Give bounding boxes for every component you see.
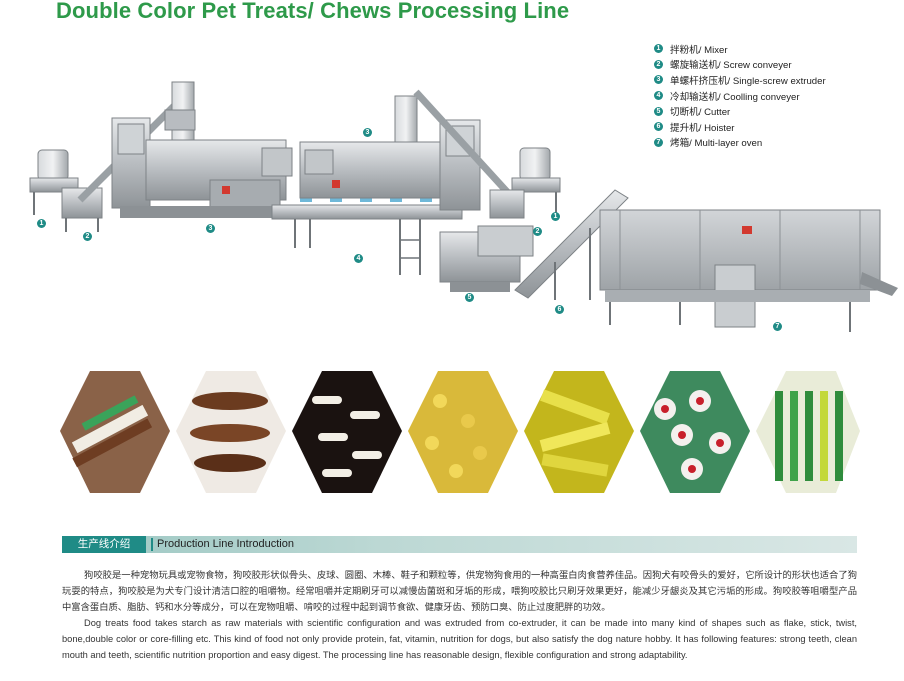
- product-photo-4: [408, 371, 518, 493]
- marker-1-right: 1: [551, 212, 560, 221]
- section-header-bar: 生产线介绍 Production Line Introduction: [62, 536, 857, 553]
- marker-3-left: 3: [206, 224, 215, 233]
- marker-1-left: 1: [37, 219, 46, 228]
- multi-layer-oven: [599, 209, 898, 332]
- product-photo-6: [640, 371, 750, 493]
- mixer-right: [511, 147, 561, 214]
- legend-number: 6: [654, 122, 663, 132]
- equipment-legend: 1 拌粉机/ Mixer 2 螺旋输送机/ Screw conveyer 3 单螺杆挤…: [654, 41, 826, 150]
- legend-number: 5: [654, 106, 663, 116]
- marker-3-right: 3: [363, 128, 372, 137]
- marker-2-left: 2: [83, 232, 92, 241]
- cooling-conveyer: [271, 190, 463, 275]
- extruder-left: [111, 81, 293, 218]
- legend-number: 3: [654, 75, 663, 85]
- legend-item-screw-conveyer: 2 螺旋输送机/ Screw conveyer: [654, 57, 826, 73]
- section-divider: [151, 538, 153, 551]
- legend-label: 切断机/ Cutter: [670, 107, 731, 119]
- legend-label: 螺旋输送机/ Screw conveyer: [670, 60, 792, 72]
- legend-item-mixer: 1 拌粉机/ Mixer: [654, 41, 826, 57]
- intro-paragraph-chinese: 狗咬胶是一种宠物玩具或宠物食物，狗咬胶形状似骨头、皮球、圆圈、木棒、鞋子和颗粒等…: [62, 570, 857, 612]
- product-photo-3: [292, 371, 402, 493]
- product-photo-7: [756, 371, 860, 493]
- legend-number: 1: [654, 44, 663, 54]
- legend-item-oven: 7 烤箱/ Multi-layer oven: [654, 135, 826, 151]
- marker-4: 4: [354, 254, 363, 263]
- section-heading: Production Line Introduction: [157, 538, 294, 550]
- page-title: Double Color Pet Treats/ Chews Processin…: [56, 0, 570, 23]
- marker-2-right: 2: [533, 227, 542, 236]
- legend-item-cooling-conveyer: 4 冷却输送机/ Coolling conveyer: [654, 88, 826, 104]
- legend-number: 4: [654, 91, 663, 101]
- processing-line-illustration: [29, 81, 898, 332]
- legend-label: 拌粉机/ Mixer: [670, 44, 728, 56]
- legend-item-hoister: 6 提升机/ Hoister: [654, 119, 826, 135]
- product-photo-2: [176, 371, 286, 493]
- section-header-background: [62, 536, 857, 553]
- legend-number: 7: [654, 137, 663, 147]
- introduction-text: 狗咬胶是一种宠物玩具或宠物食物，狗咬胶形状似骨头、皮球、圆圈、木棒、鞋子和颗粒等…: [62, 567, 857, 663]
- extruder-right: [299, 89, 513, 211]
- product-photo-1: [60, 371, 170, 493]
- marker-7: 7: [773, 322, 782, 331]
- legend-label: 提升机/ Hoister: [670, 122, 735, 134]
- screw-conveyer-right: [489, 189, 525, 219]
- legend-number: 2: [654, 59, 663, 69]
- legend-item-cutter: 5 切断机/ Cutter: [654, 103, 826, 119]
- product-photo-5: [524, 371, 634, 493]
- legend-item-extruder: 3 单螺杆挤压机/ Single-screw extruder: [654, 72, 826, 88]
- legend-label: 冷却输送机/ Coolling conveyer: [670, 91, 800, 103]
- cutter: [439, 225, 534, 292]
- legend-label: 烤箱/ Multi-layer oven: [670, 138, 763, 150]
- marker-5: 5: [465, 293, 474, 302]
- section-tag: 生产线介绍: [62, 536, 146, 553]
- marker-6: 6: [555, 305, 564, 314]
- intro-paragraph-english: Dog treats food takes starch as raw mate…: [62, 618, 857, 660]
- legend-label: 单螺杆挤压机/ Single-screw extruder: [670, 75, 826, 87]
- product-photo-strip: [60, 371, 860, 493]
